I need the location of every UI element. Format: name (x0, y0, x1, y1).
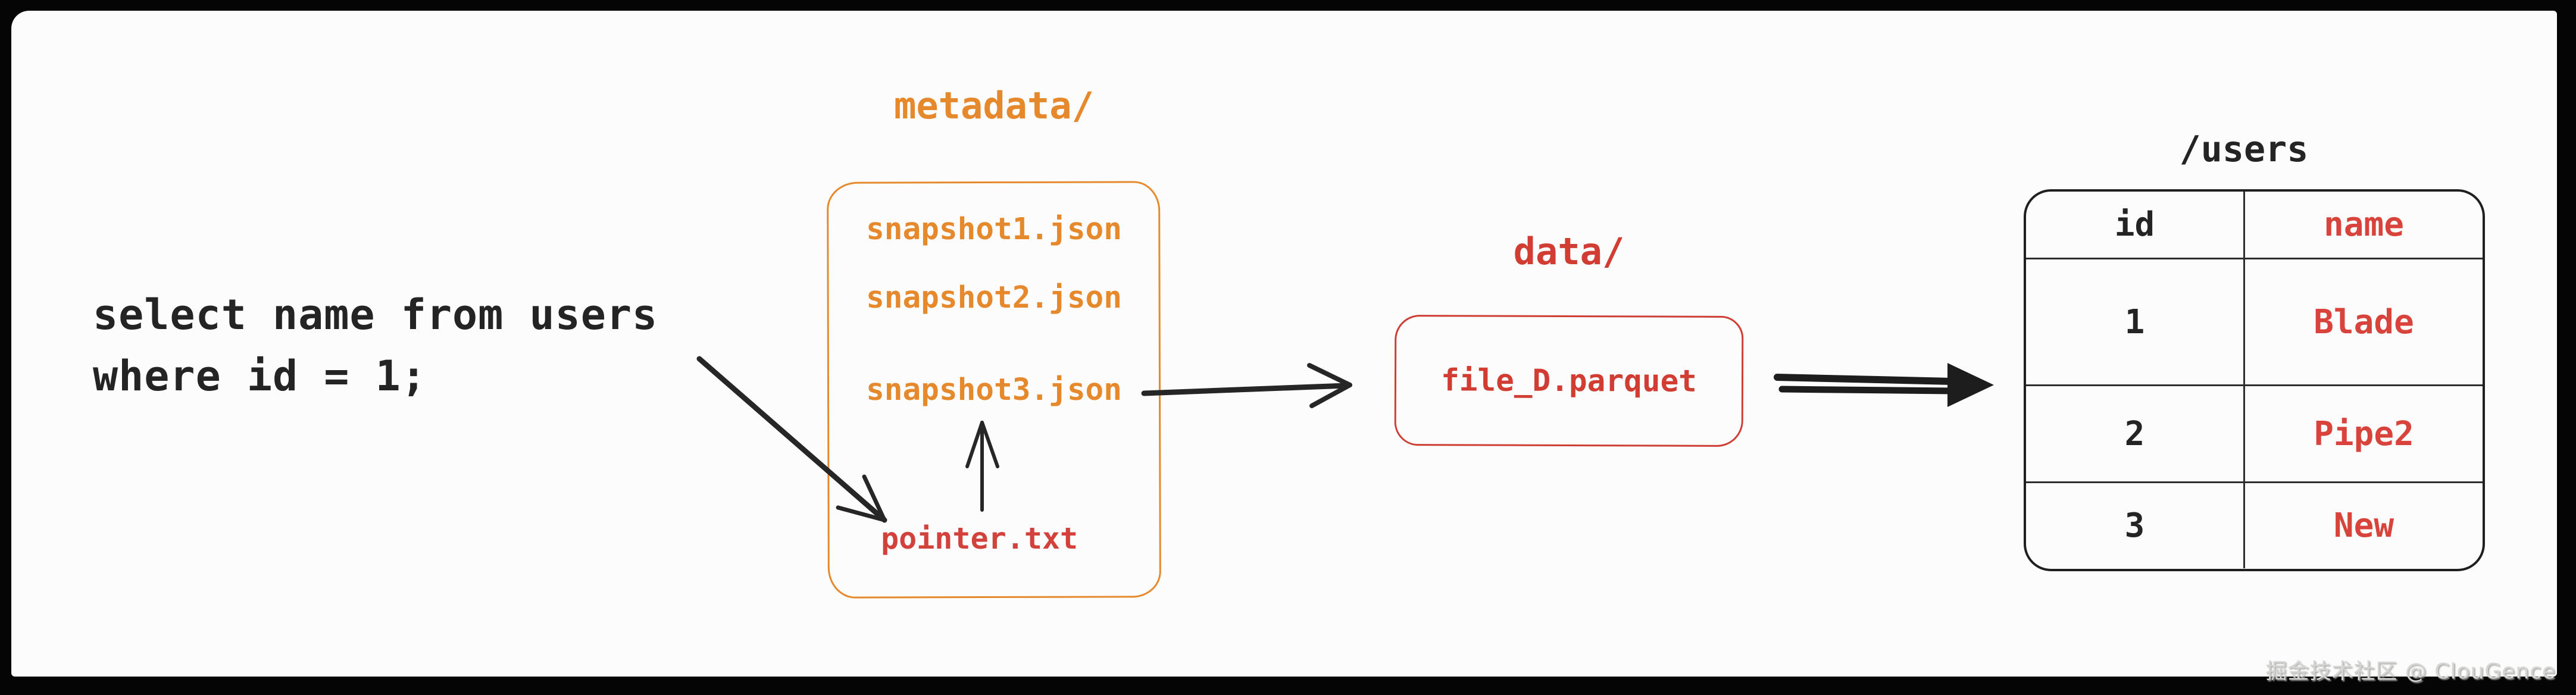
table-cell-id-1: 1 (2026, 259, 2245, 386)
table-cell-id-2: 2 (2026, 386, 2245, 483)
sql-line-2: where id = 1; (93, 352, 427, 400)
watermark-text: 掘金技术社区 @ ClouGence (2265, 659, 2556, 684)
users-table-header-name: name (2245, 192, 2483, 259)
file-snapshot1: snapshot1.json (866, 212, 1122, 247)
sql-query-text: select name from users where id = 1; (93, 284, 658, 407)
users-table-header-id: id (2026, 192, 2245, 259)
users-table: id name 1 Blade 2 Pipe2 3 New (2024, 189, 2485, 571)
file-pointer-txt: pointer.txt (881, 521, 1078, 556)
file-snapshot3: snapshot3.json (866, 372, 1122, 408)
users-table-title: /users (2179, 129, 2309, 170)
content-background (11, 11, 2557, 677)
table-cell-name-3: New (2333, 506, 2394, 545)
sql-line-1: select name from users (93, 290, 658, 339)
file-parquet: file_D.parquet (1440, 362, 1697, 399)
metadata-folder-label: metadata/ (894, 84, 1094, 127)
table-cell-name-1: Blade (2245, 259, 2483, 386)
data-folder-label: data/ (1513, 230, 1625, 273)
data-folder-box: file_D.parquet (1394, 314, 1744, 447)
file-snapshot2: snapshot2.json (866, 280, 1122, 315)
table-cell-name-2: Pipe2 (2245, 386, 2483, 483)
table-cell-id-3: 3 (2026, 483, 2245, 568)
